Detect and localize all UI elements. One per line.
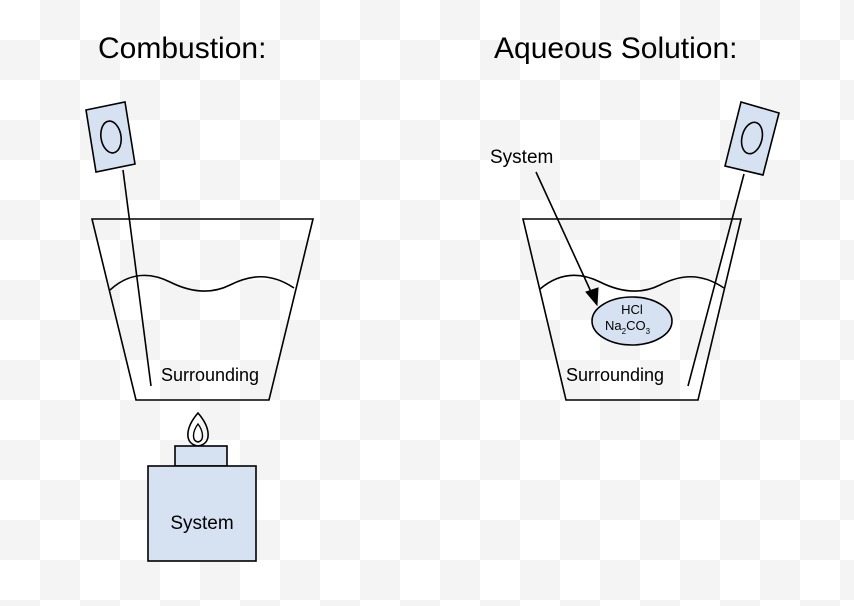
aqueous-system-label: System bbox=[490, 147, 553, 168]
burner-neck bbox=[174, 445, 228, 467]
aqueous-thermometer-rod bbox=[687, 173, 745, 387]
combustion-thermometer-head bbox=[85, 101, 136, 173]
reactant-ellipse bbox=[591, 296, 673, 346]
system-pointer-arrow bbox=[535, 171, 599, 307]
combustion-title: Combustion: bbox=[98, 32, 266, 65]
combustion-water-surface bbox=[109, 274, 295, 292]
aqueous-water-surface bbox=[539, 274, 725, 292]
combustion-surrounding-label: Surrounding bbox=[161, 365, 259, 385]
reactant-hcl-label: HCl bbox=[621, 302, 643, 317]
combustion-system-label: System bbox=[170, 513, 233, 534]
flame-icon bbox=[187, 411, 209, 447]
reactant-na2co3-label: Na2CO3 bbox=[605, 318, 651, 336]
aqueous-beaker bbox=[521, 218, 743, 401]
aqueous-surrounding-label: Surrounding bbox=[566, 365, 664, 385]
combustion-thermometer-rod bbox=[122, 169, 152, 387]
combustion-beaker bbox=[90, 218, 315, 401]
aqueous-thermometer-head bbox=[724, 101, 780, 176]
aqueous-title: Aqueous Solution: bbox=[494, 32, 738, 65]
burner-body bbox=[147, 465, 257, 562]
